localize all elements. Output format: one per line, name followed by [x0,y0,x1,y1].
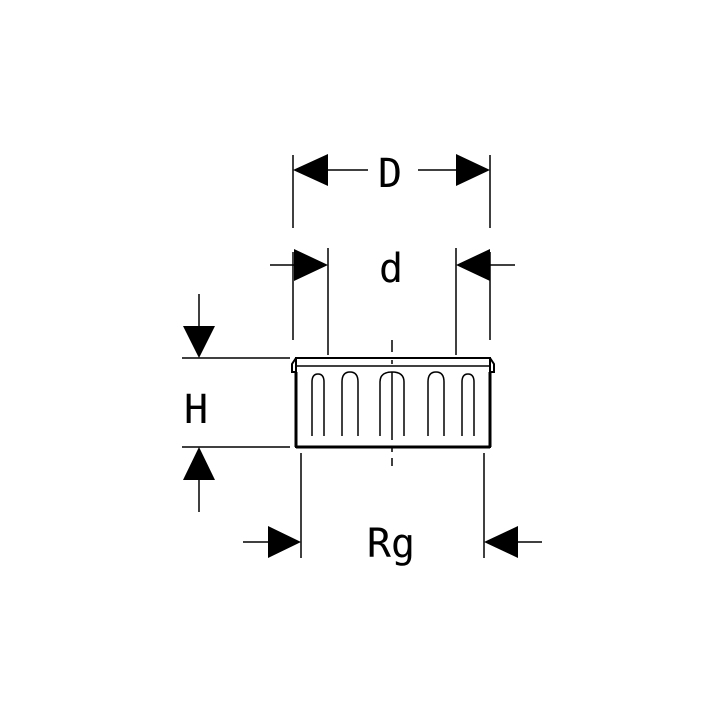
dimension-height: H [182,294,290,512]
knurl-ribs [311,371,475,436]
dimension-thread: Rg [243,453,542,567]
height-label: H [184,387,208,433]
thread-label: Rg [367,521,415,567]
cap-body [291,357,495,449]
arrowhead-left [294,249,328,281]
arrowhead-down [183,326,215,358]
dimension-outer-diameter: D [292,151,491,228]
dimension-inner-diameter: d [270,246,515,355]
arrowhead-right [268,526,301,558]
arrowhead-right [456,249,490,281]
outer-diameter-label: D [378,151,402,197]
arrowhead-left [293,154,328,186]
arrowhead-up [183,447,215,480]
inner-diameter-label: d [379,246,403,292]
arrowhead-left [484,526,518,558]
arrowhead-right [456,154,490,186]
